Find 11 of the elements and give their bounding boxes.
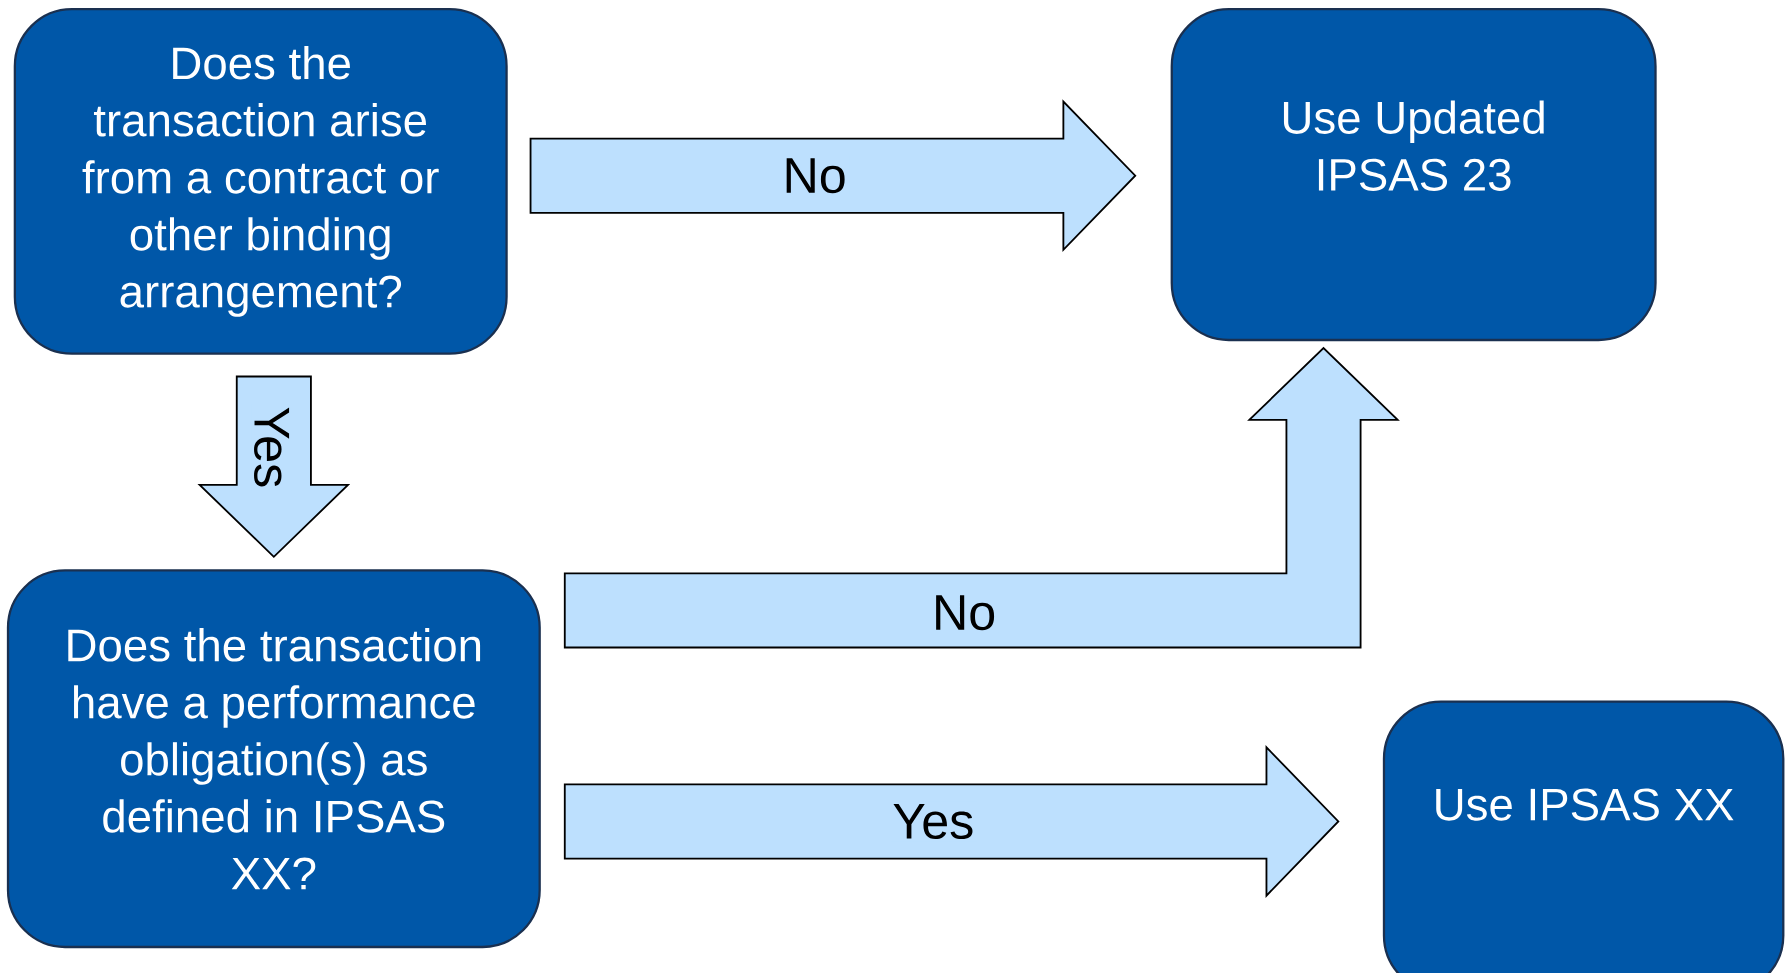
edge-label: No [780, 155, 849, 196]
edge-label: Yes [890, 801, 977, 842]
edge-label: Yes [251, 403, 292, 491]
process-box: Does the transaction have a performance obligation(s) as defined in IPSAS XX? [6, 569, 541, 948]
process-box: Use Updated IPSAS 23 [1170, 7, 1657, 342]
block-arrow [563, 346, 1400, 649]
process-box: Use IPSAS XX [1382, 700, 1785, 973]
block-arrow [563, 744, 1340, 898]
edge-label: No [929, 592, 999, 633]
process-box: Does the transaction arise from a contract or other binding arrangement? [13, 7, 508, 355]
block-arrow [529, 99, 1137, 252]
